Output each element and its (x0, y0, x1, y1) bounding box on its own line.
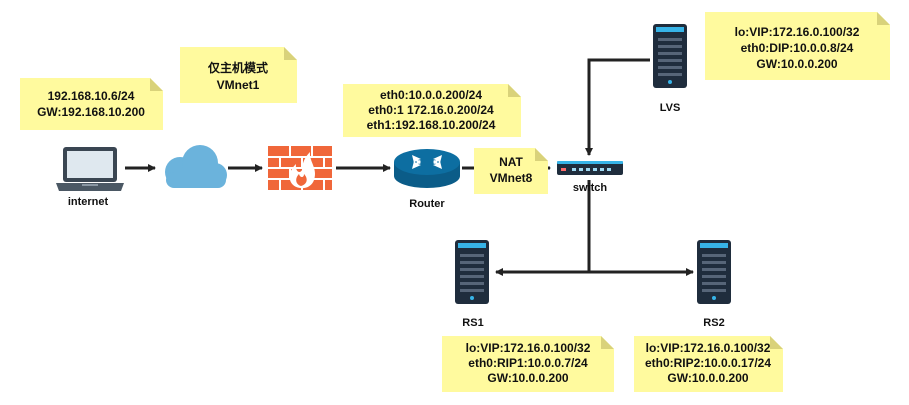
node-rs2-label: RS2 (703, 317, 724, 329)
note-lvs-line-3: GW:10.0.0.200 (756, 57, 837, 71)
node-router[interactable]: Router (394, 149, 460, 210)
node-lvs-label: LVS (660, 102, 681, 114)
node-cloud (165, 145, 227, 188)
note-router: eth0:10.0.0.200/24 eth0:1 172.16.0.200/2… (343, 84, 521, 137)
note-lvs-line-2: eth0:DIP:10.0.0.8/24 (741, 41, 854, 55)
switch-icon (557, 161, 623, 175)
note-client-line-1: 192.168.10.6/24 (48, 89, 135, 103)
note-rs2: lo:VIP:172.16.0.100/32 eth0:RIP2:10.0.0.… (634, 336, 783, 392)
note-rs2-line-3: GW:10.0.0.200 (667, 371, 748, 385)
arrow-lvs-to-switch (585, 58, 650, 156)
node-switch[interactable]: switch (557, 161, 623, 194)
note-nat-line-2: VMnet8 (490, 171, 533, 185)
node-switch-label: switch (573, 182, 608, 194)
router-icon (394, 149, 460, 188)
note-rs1-line-1: lo:VIP:172.16.0.100/32 (466, 341, 591, 355)
server-icon (697, 240, 731, 304)
node-lvs[interactable]: LVS (653, 24, 687, 114)
note-hostonly-line-2: VMnet1 (217, 78, 260, 92)
node-rs2[interactable]: RS2 (697, 240, 731, 329)
node-rs1-label: RS1 (462, 317, 483, 329)
note-client-line-2: GW:192.168.10.200 (37, 105, 145, 119)
note-hostonly-line-1: 仅主机模式 (207, 60, 268, 75)
note-client: 192.168.10.6/24 GW:192.168.10.200 (20, 78, 163, 130)
note-router-line-2: eth0:1 172.16.0.200/24 (368, 103, 494, 117)
node-rs1[interactable]: RS1 (455, 240, 489, 329)
note-router-line-1: eth0:10.0.0.200/24 (380, 88, 482, 102)
note-nat: NAT VMnet8 (474, 148, 548, 194)
cloud-icon (165, 145, 227, 188)
node-router-label: Router (409, 198, 445, 210)
note-rs2-line-2: eth0:RIP2:10.0.0.17/24 (645, 356, 771, 370)
note-rs1-line-2: eth0:RIP1:10.0.0.7/24 (468, 356, 588, 370)
note-lvs: lo:VIP:172.16.0.100/32 eth0:DIP:10.0.0.8… (705, 12, 890, 80)
node-firewall (268, 146, 332, 190)
note-hostonly: 仅主机模式 VMnet1 (180, 47, 297, 103)
firewall-icon (268, 146, 332, 190)
laptop-icon (56, 147, 124, 191)
note-rs1: lo:VIP:172.16.0.100/32 eth0:RIP1:10.0.0.… (442, 336, 614, 392)
server-icon (653, 24, 687, 88)
server-icon (455, 240, 489, 304)
note-rs1-line-3: GW:10.0.0.200 (487, 371, 568, 385)
note-lvs-line-1: lo:VIP:172.16.0.100/32 (735, 25, 860, 39)
node-internet[interactable]: internet (56, 147, 124, 208)
note-rs2-line-1: lo:VIP:172.16.0.100/32 (646, 341, 771, 355)
node-internet-label: internet (68, 196, 109, 208)
note-nat-line-1: NAT (499, 155, 523, 169)
note-router-line-3: eth1:192.168.10.200/24 (367, 118, 496, 132)
